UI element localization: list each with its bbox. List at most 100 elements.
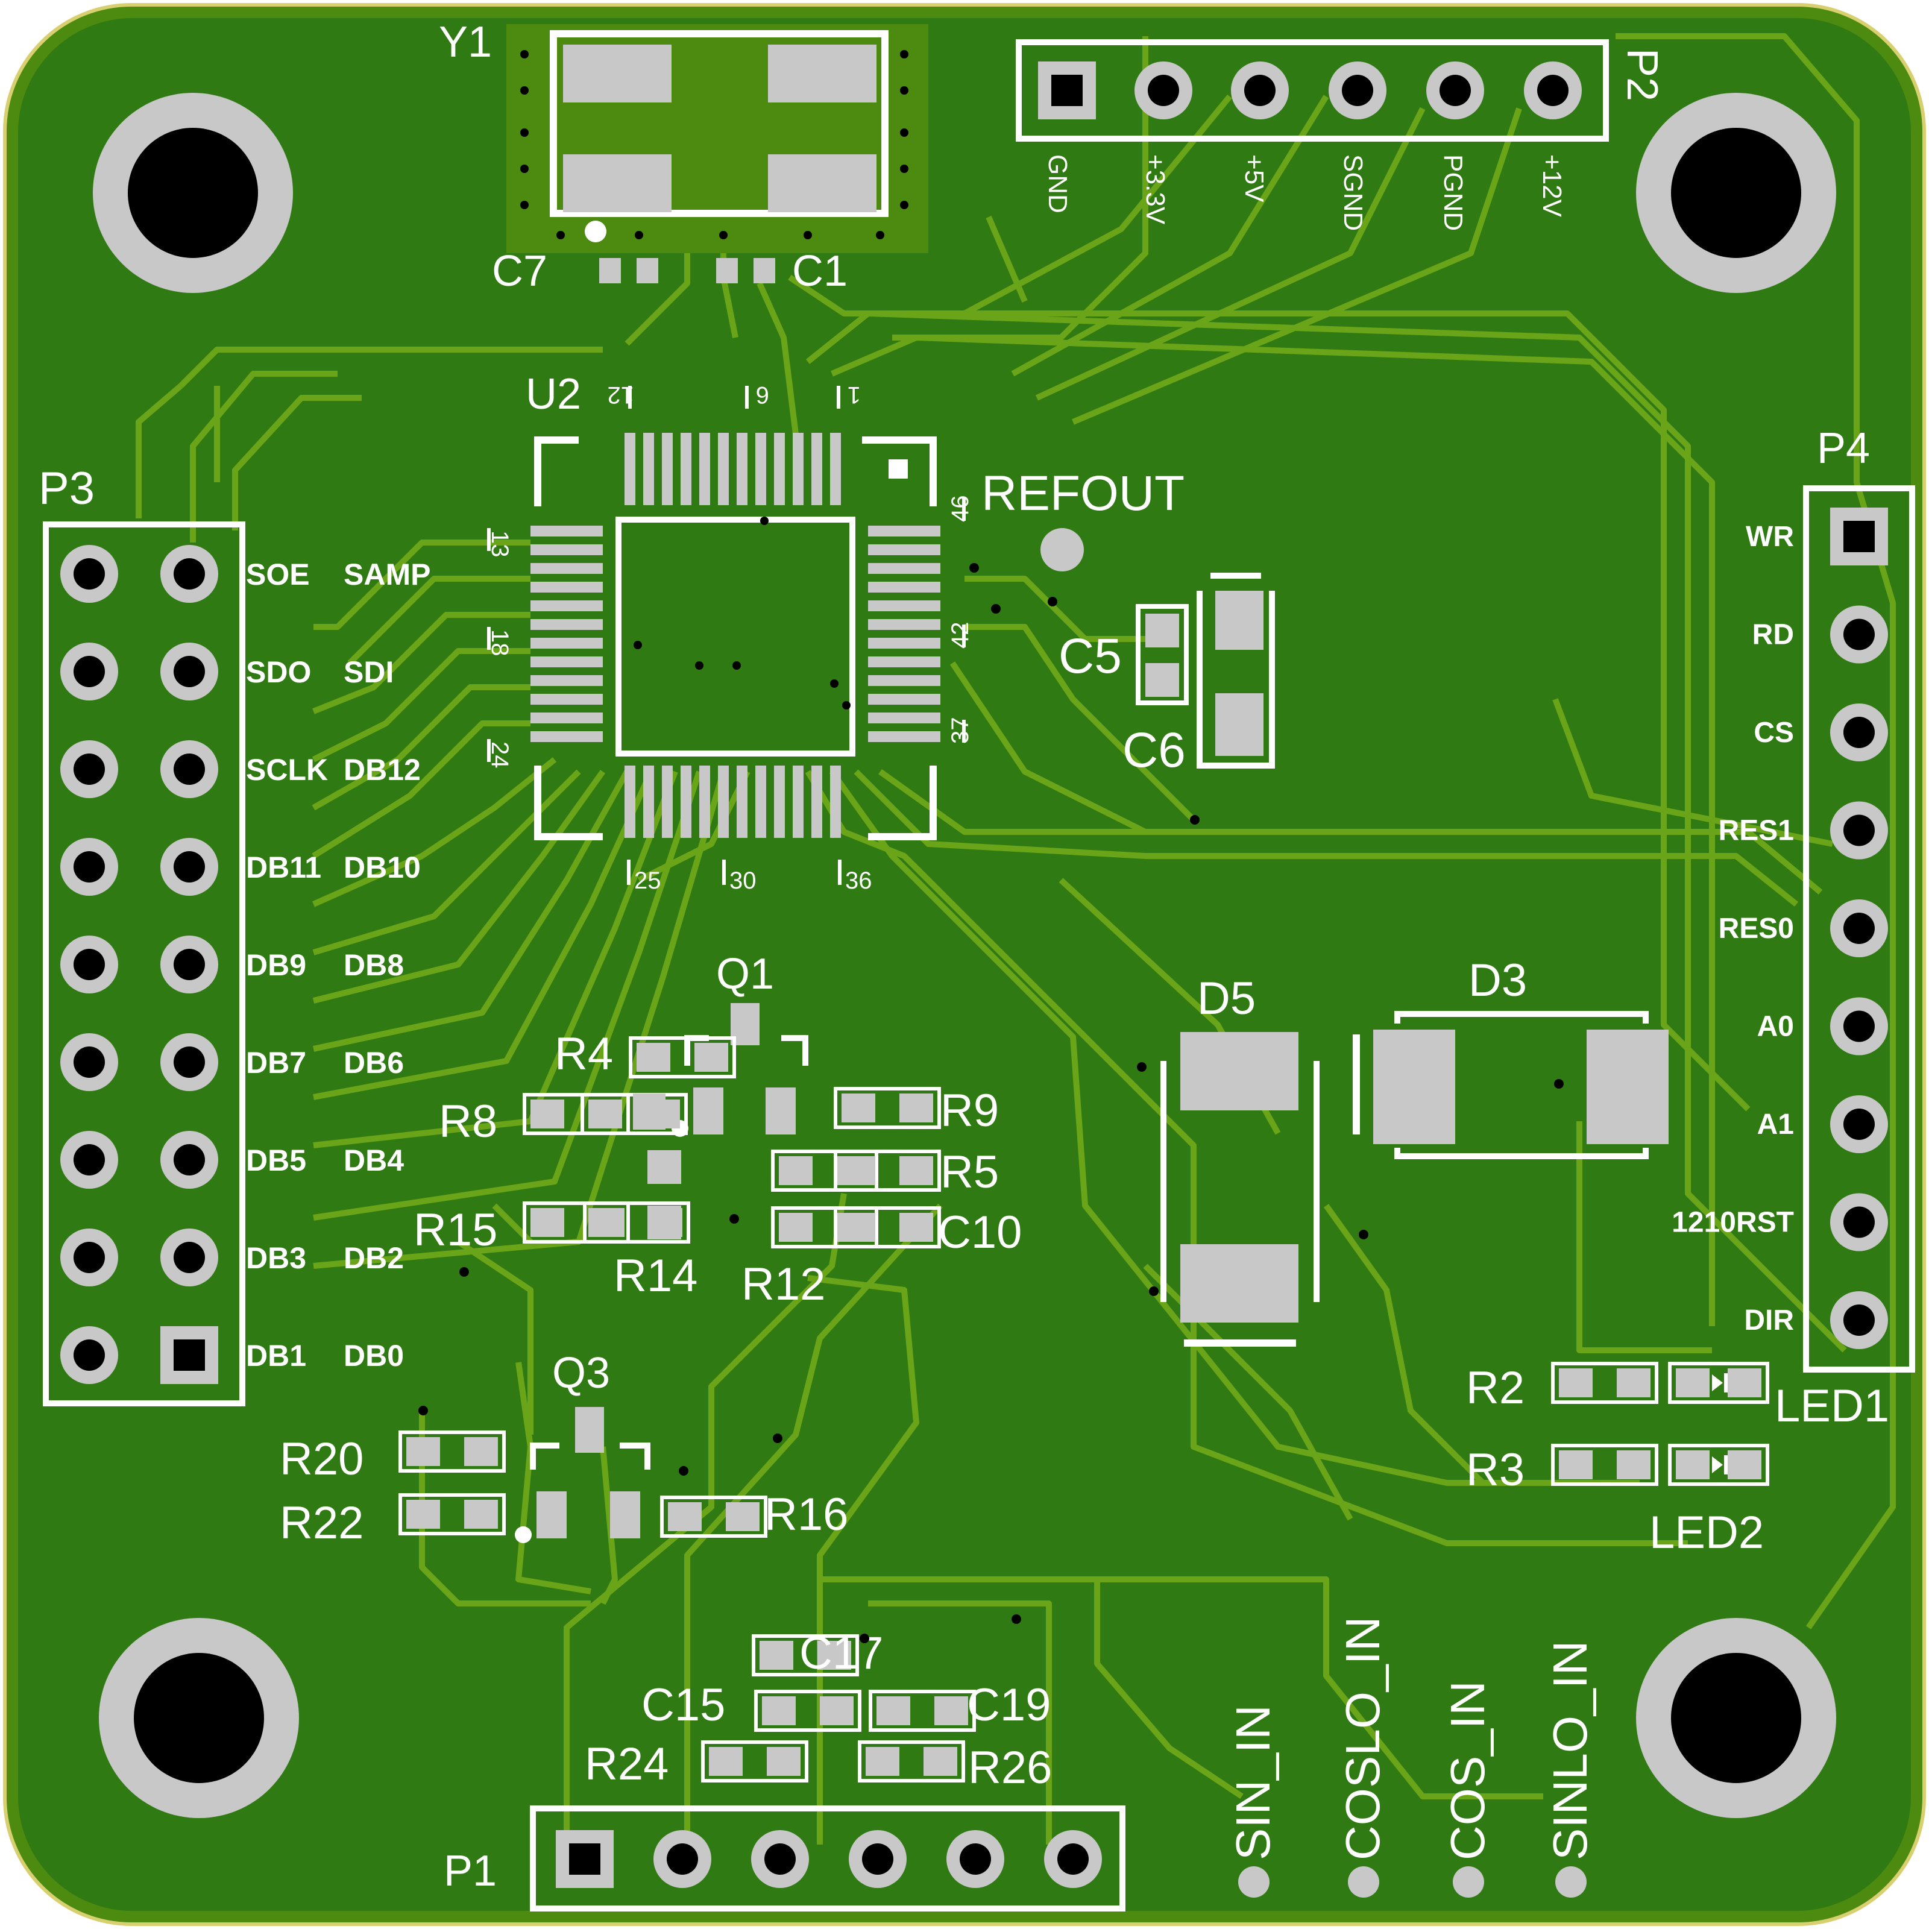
u2-pin-right: [868, 713, 940, 723]
r4-label: R4: [555, 1028, 613, 1080]
u2-pin-right: [868, 563, 940, 574]
p1-pin-hole: [569, 1843, 600, 1875]
led1-label: LED1: [1775, 1380, 1889, 1432]
r12-label: R12: [741, 1259, 825, 1310]
p3-pin-hole: [174, 656, 205, 687]
u2-pin-left: [530, 675, 603, 686]
u2-pin-left: [530, 563, 603, 574]
u2-pin-top: [793, 433, 804, 505]
p3-pin-hole: [174, 1242, 205, 1273]
header-p4: [1803, 485, 1915, 1373]
cap-c5: [1136, 604, 1189, 705]
r20-label: R20: [280, 1433, 363, 1485]
p2-pin-12v: +12V: [1537, 154, 1567, 218]
p2-pin-labels: GND +3.3V +5V SGND PGND +12V: [1043, 154, 1567, 231]
r5-label: R5: [940, 1147, 999, 1198]
p3-pin-label: DB12: [344, 753, 421, 787]
p3-pin-hole: [74, 754, 105, 785]
u2-pin-bottom: [793, 766, 804, 838]
part-r5b: [834, 1150, 941, 1192]
testpoint-pad[interactable]: [1238, 1866, 1270, 1898]
p4-pin-label: RES0: [1719, 913, 1794, 945]
u2-pin-markers: 12 6 1 46 13 18 42 24 37 25 30 36: [486, 382, 974, 894]
u2-pin-top: [737, 433, 747, 505]
p3-pin-hole: [74, 1242, 105, 1273]
u2-pin-bottom: [718, 766, 729, 838]
part-led2: [1668, 1444, 1769, 1486]
mounting-hole-bottom-left: [99, 1618, 299, 1818]
u2-pin-bottom: [681, 766, 691, 838]
p3-pin-label: DB5: [246, 1144, 306, 1177]
p3-label: P3: [39, 463, 95, 514]
u2-pin-right: [868, 675, 940, 686]
part-r26: [858, 1740, 965, 1783]
p3-pin-hole: [174, 1144, 205, 1175]
u2-pin-left: [530, 731, 603, 742]
d5-label: D5: [1197, 973, 1256, 1024]
u2-pin-right: [868, 731, 940, 742]
q3-label: Q3: [552, 1349, 610, 1397]
cap-c1: [716, 258, 775, 283]
p4-pin-hole: [1843, 717, 1875, 748]
c10-label: C10: [938, 1207, 1022, 1258]
y1-label: Y1: [439, 18, 492, 66]
r9-label: R9: [940, 1085, 999, 1136]
header-p1: [530, 1805, 1125, 1912]
u2-pin-top: [643, 433, 654, 505]
p4-label: P4: [1817, 424, 1870, 473]
u2-pin-left: [530, 713, 603, 723]
mounting-hole-top-left: [93, 93, 293, 293]
refout-testpoint[interactable]: [1040, 528, 1084, 571]
p4-pin-label: WR: [1746, 521, 1794, 553]
testpoint-label: SINLO_IN: [1543, 1640, 1597, 1860]
testpoint-pad[interactable]: [1453, 1866, 1484, 1898]
u2-pin-bottom: [737, 766, 747, 838]
p4-pin-label: DIR: [1744, 1304, 1794, 1336]
u2-pin-right: [868, 638, 940, 649]
p4-pin-hole: [1843, 1109, 1875, 1140]
p3-pin-hole: [74, 1046, 105, 1078]
part-r2: [1551, 1362, 1658, 1404]
testpoint-label: SIN_IN: [1226, 1705, 1280, 1860]
u2-pin-bottom: [830, 766, 841, 838]
testpoint-pad[interactable]: [1555, 1866, 1587, 1898]
p4-pin-hole: [1843, 1206, 1875, 1238]
p3-pin-label: DB9: [246, 948, 306, 982]
part-r4: [629, 1036, 736, 1078]
u2-pin-30: 30: [729, 867, 757, 894]
p3-pin-hole: [174, 1339, 205, 1371]
mounting-hole-bottom-right: [1636, 1618, 1836, 1818]
testpoint-pad[interactable]: [1348, 1866, 1379, 1898]
p3-pin-label: DB11: [246, 851, 321, 884]
part-r20: [398, 1430, 506, 1473]
r2-label: R2: [1466, 1362, 1525, 1414]
p2-pin-3v3: +3.3V: [1141, 154, 1170, 225]
p2-label: P2: [1618, 48, 1666, 101]
p3-pin-hole: [74, 1144, 105, 1175]
cap-c7: [599, 258, 658, 283]
testpoint-label: COS_IN: [1441, 1681, 1494, 1860]
c6-label: C6: [1122, 723, 1186, 778]
part-r22: [398, 1493, 506, 1535]
p3-pin-hole: [174, 754, 205, 785]
u2-pin-top: [699, 433, 710, 505]
p3-pin-hole: [174, 558, 205, 590]
p3-pin-hole: [74, 1339, 105, 1371]
p4-pin-label: RES1: [1719, 815, 1794, 847]
u2-pin-46: 46: [947, 496, 974, 523]
header-p3: [43, 521, 245, 1406]
c7-label: C7: [492, 247, 547, 295]
p2-pin-pgnd: PGND: [1438, 154, 1468, 231]
r26-label: R26: [968, 1742, 1052, 1793]
ic-u2: [530, 433, 940, 840]
transistor-q3: [515, 1407, 650, 1543]
u2-pin-bottom: [699, 766, 710, 838]
p3-pin-label: DB8: [344, 948, 404, 982]
u2-pin-18: 18: [486, 629, 513, 656]
p4-pin-hole: [1843, 913, 1875, 944]
u2-pin-left: [530, 526, 603, 536]
p3-pin-hole: [174, 1046, 205, 1078]
part-r16: [660, 1496, 767, 1538]
u2-pin-top: [830, 433, 841, 505]
